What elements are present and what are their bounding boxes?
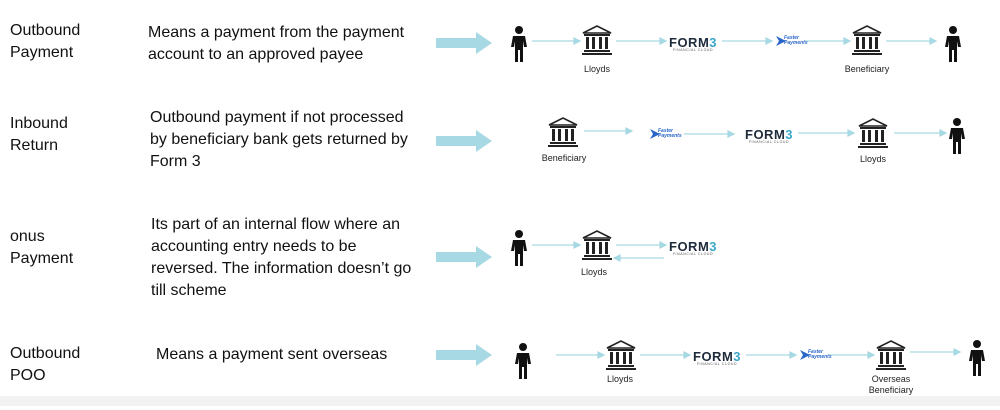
faster-payments-chevron-icon [650,129,660,139]
bank-icon [852,25,882,55]
flow-connectors [584,127,948,138]
description-onus-payment: Its part of an internal flow where an ac… [151,216,412,299]
faster-payments-logo: Faster Payments [800,347,832,363]
description-inbound-return: Outbound payment if not processed by ben… [150,109,408,170]
bank-label-overseas-beneficiary: Overseas Beneficiary [868,374,914,395]
bank-label-lloyds: Lloyds [606,374,633,384]
bank-icon [858,118,888,148]
bank-icon [548,117,578,147]
big-arrow-icon [436,130,492,152]
bank-icon [876,340,906,370]
person-icon [945,26,961,62]
bottom-bar [0,396,1000,406]
term-inbound-return: Inbound Return [10,115,68,154]
term-onus-payment: onus Payment [10,228,74,267]
flow-connectors [532,37,938,45]
big-arrow-icon [436,344,492,366]
row-onus-payment: onus Payment Its part of an internal flo… [0,200,1000,310]
faster-payments-logo: Faster Payments [776,33,808,49]
term-outbound-payment: Outbound Payment [10,22,81,61]
row-outbound-payment: Outbound Payment Means a payment from th… [0,0,1000,100]
person-icon [515,343,531,379]
bank-label-lloyds: Lloyds [859,154,886,164]
bank-icon [606,340,636,370]
form3-logo: FORM3 FINANCIAL CLOUD [669,35,718,52]
big-arrow-icon [436,246,492,268]
big-arrow-icon [436,32,492,54]
term-outbound-poo: Outbound POO [10,345,81,384]
flow-connectors [532,241,668,262]
bank-label-beneficiary: Beneficiary [541,153,587,163]
flow-connectors [556,348,962,359]
bank-label-lloyds: Lloyds [583,64,610,74]
person-icon [949,118,965,154]
row-inbound-return: Inbound Return Outbound payment if not p… [0,100,1000,200]
faster-payments-chevron-icon [800,350,810,360]
faster-payments-logo: Faster Payments [650,126,682,142]
form3-logo: FORM3 FINANCIAL CLOUD [669,239,718,256]
description-outbound-poo: Means a payment sent overseas [156,346,388,363]
bank-label-lloyds: Lloyds [580,267,607,277]
bank-icon [582,230,612,260]
description-outbound-payment: Means a payment from the payment account… [148,24,405,63]
faster-payments-chevron-icon [776,36,786,46]
form3-logo: FORM3 FINANCIAL CLOUD [693,349,742,366]
bank-icon [582,25,612,55]
person-icon [969,340,985,376]
bank-label-beneficiary: Beneficiary [844,64,890,74]
person-icon [511,230,527,266]
row-outbound-poo: Outbound POO Means a payment sent overse… [0,310,1000,400]
form3-logo: FORM3 FINANCIAL CLOUD [745,127,794,144]
person-icon [511,26,527,62]
